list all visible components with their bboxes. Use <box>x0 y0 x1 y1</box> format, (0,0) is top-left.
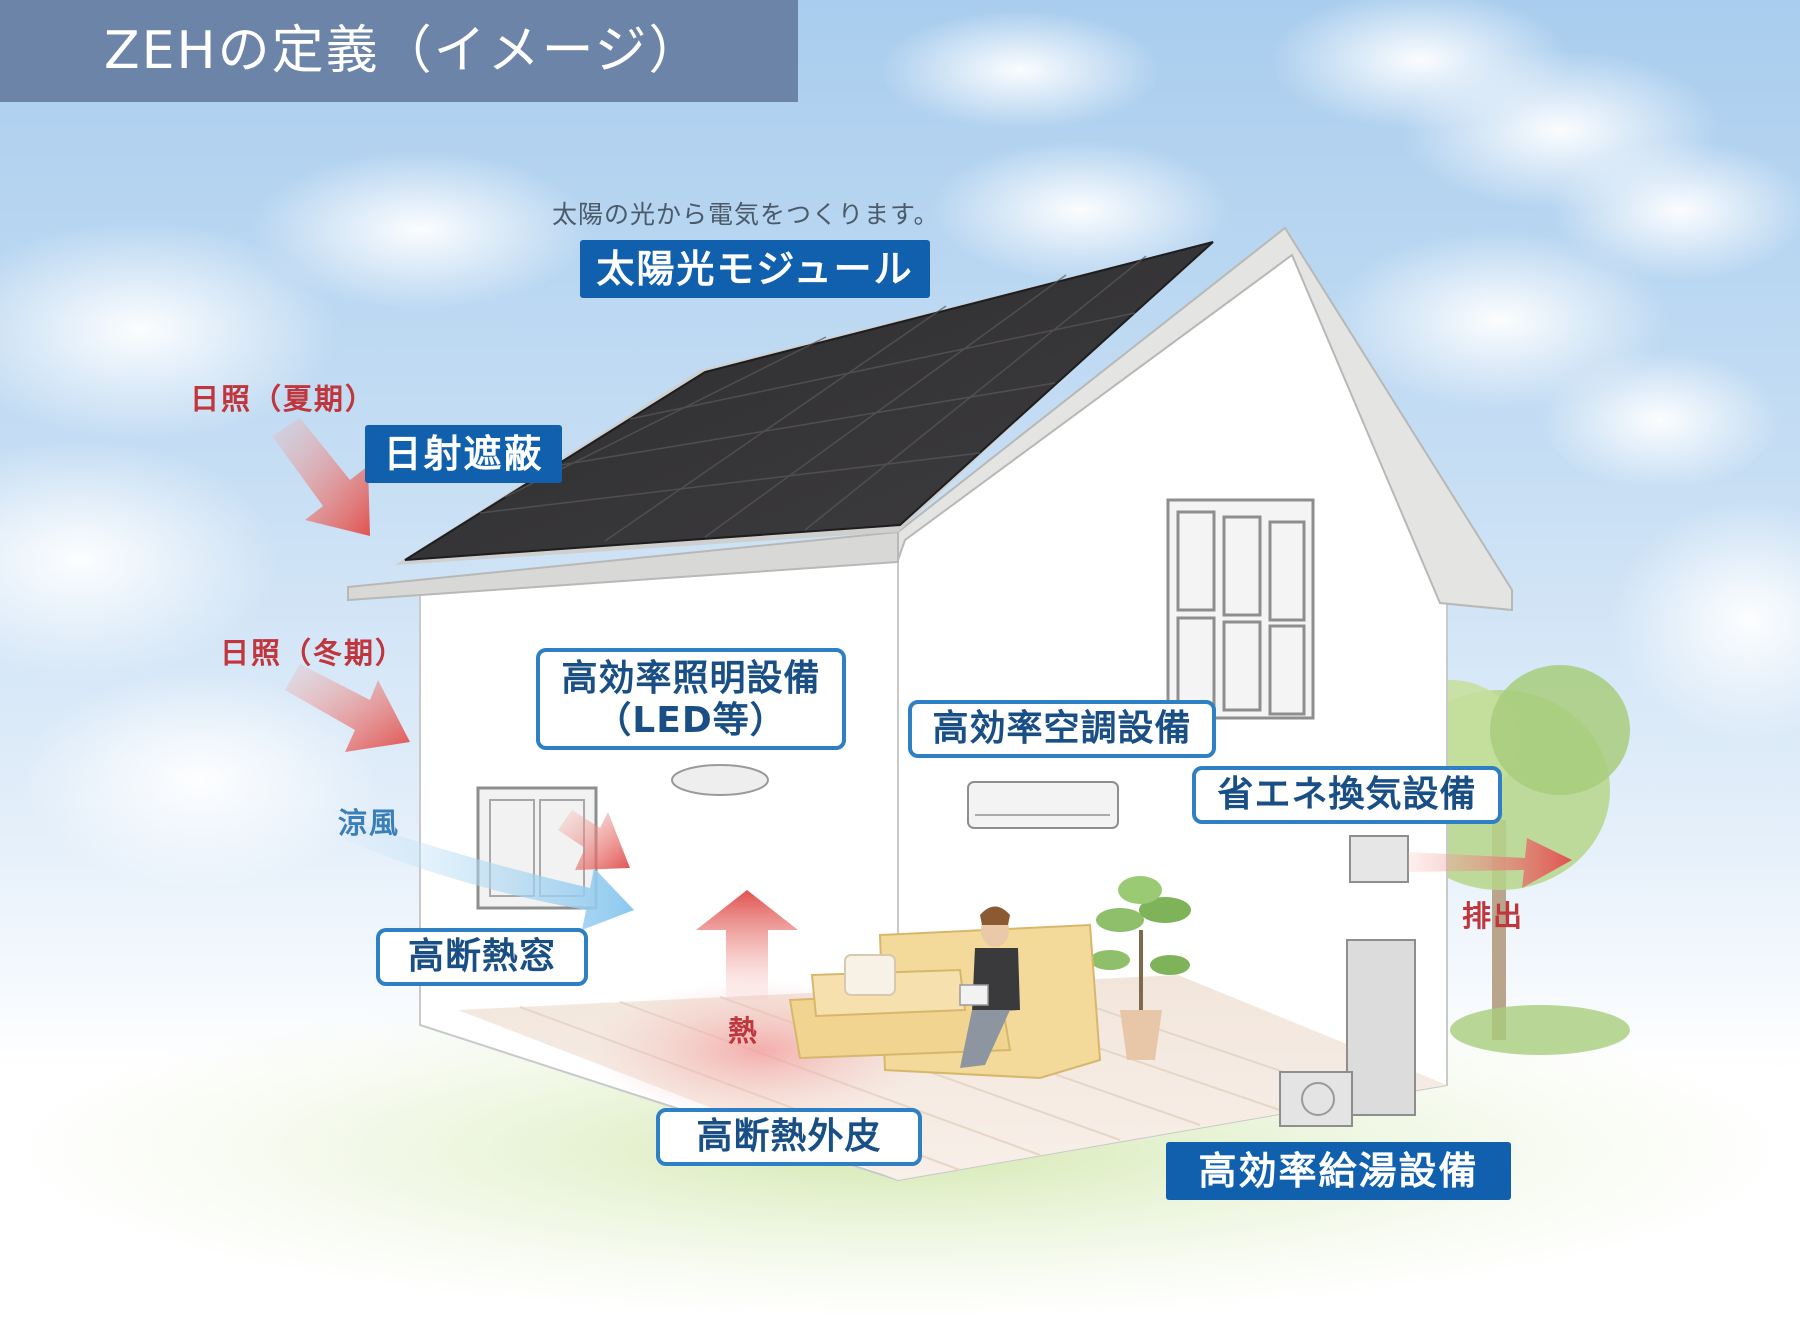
shading-label: 日射遮蔽 <box>365 425 562 483</box>
ventilation-label: 省エネ換気設備 <box>1192 766 1502 824</box>
sunlight-summer-label: 日照（夏期） <box>190 382 377 416</box>
envelope-label: 高断熱外皮 <box>656 1108 922 1166</box>
sunlight-winter-arrow <box>285 664 410 752</box>
window-heat-arrow <box>558 810 630 870</box>
window-label: 高断熱窓 <box>376 928 588 986</box>
ventilation-unit <box>1349 835 1409 883</box>
sunlight-winter-label: 日照（冬期） <box>220 636 407 670</box>
exhaust-arrow <box>1408 838 1572 888</box>
air-conditioner <box>967 781 1119 829</box>
solar-caption: 太陽の光から電気をつくります。 <box>552 200 940 229</box>
lighting-label-line1: 高効率照明設備 <box>561 658 821 699</box>
clouds <box>0 0 1800 890</box>
page-title: ZEHの定義（イメージ） <box>0 0 798 102</box>
cool-breeze-arrow <box>345 820 634 930</box>
solar-module-label: 太陽光モジュール <box>580 240 930 298</box>
heat-label: 熱 <box>728 1014 760 1048</box>
sunlight-summer-arrow <box>272 418 370 536</box>
exhaust-label: 排出 <box>1462 899 1525 933</box>
plant <box>1090 876 1191 1060</box>
water-heater-label: 高効率給湯設備 <box>1166 1142 1511 1200</box>
aircon-label: 高効率空調設備 <box>908 700 1216 758</box>
heat-rising-arrow <box>696 890 798 1000</box>
person <box>959 906 1020 1068</box>
water-heater <box>1279 939 1416 1127</box>
lighting-label-line2: （LED等） <box>595 700 787 741</box>
lighting-label: 高効率照明設備 （LED等） <box>536 648 846 750</box>
cool-breeze-label: 涼風 <box>338 806 401 840</box>
